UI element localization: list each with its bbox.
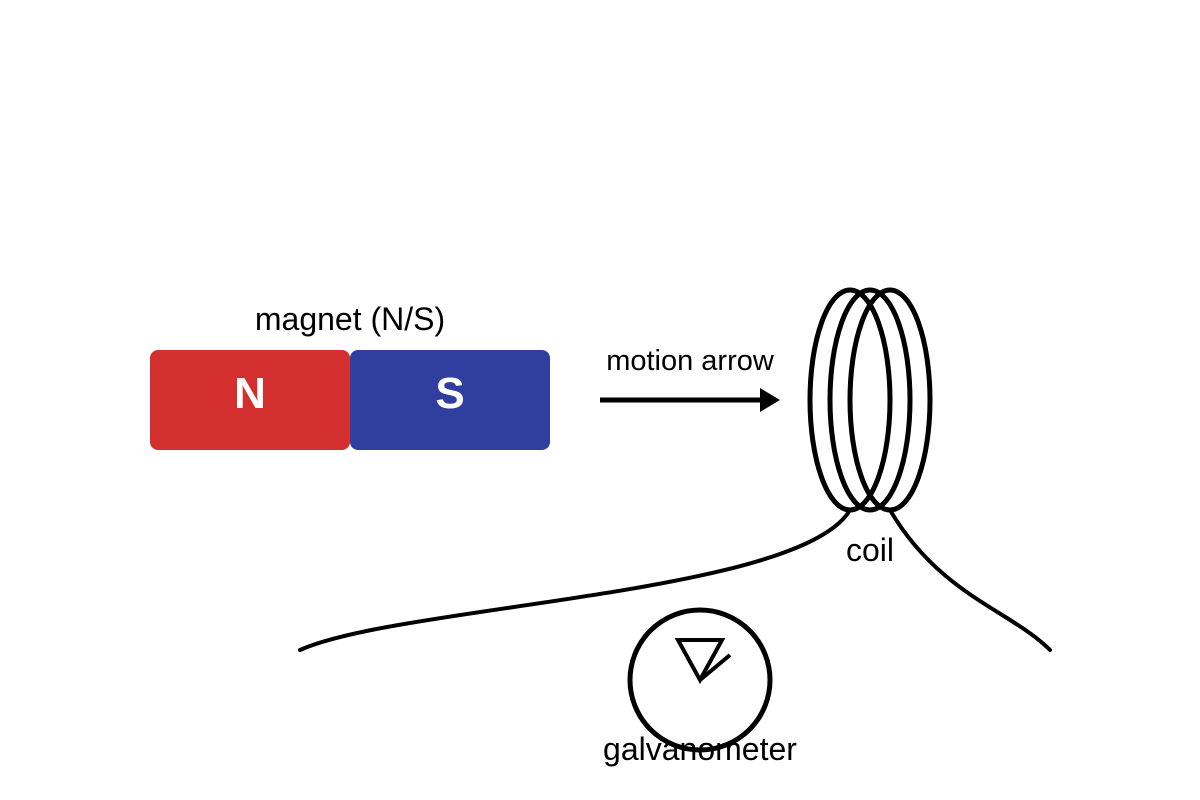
coil-label: coil [846, 532, 894, 568]
motion-arrow-label: motion arrow [606, 345, 775, 377]
galvanometer-needle-icon [674, 638, 726, 685]
galvanometer-needle [698, 653, 732, 682]
south-pole-letter: S [435, 369, 464, 418]
magnet-south-pole [350, 350, 550, 450]
coil: coil [807, 287, 933, 568]
magnet-label: magnet (N/S) [255, 301, 445, 337]
wire-left [298, 508, 852, 652]
galvanometer-label: galvanometer [603, 731, 797, 767]
bar-magnet: magnet (N/S) N S [150, 301, 550, 450]
coil-loop-2 [827, 287, 913, 513]
wire-right [888, 508, 1052, 652]
north-pole-letter: N [234, 369, 266, 418]
galvanometer: galvanometer [603, 607, 797, 767]
motion-arrowhead [760, 388, 780, 412]
magnet-north-pole [150, 350, 350, 450]
galvanometer-dial [627, 607, 773, 753]
motion-arrow: motion arrow [600, 345, 780, 412]
